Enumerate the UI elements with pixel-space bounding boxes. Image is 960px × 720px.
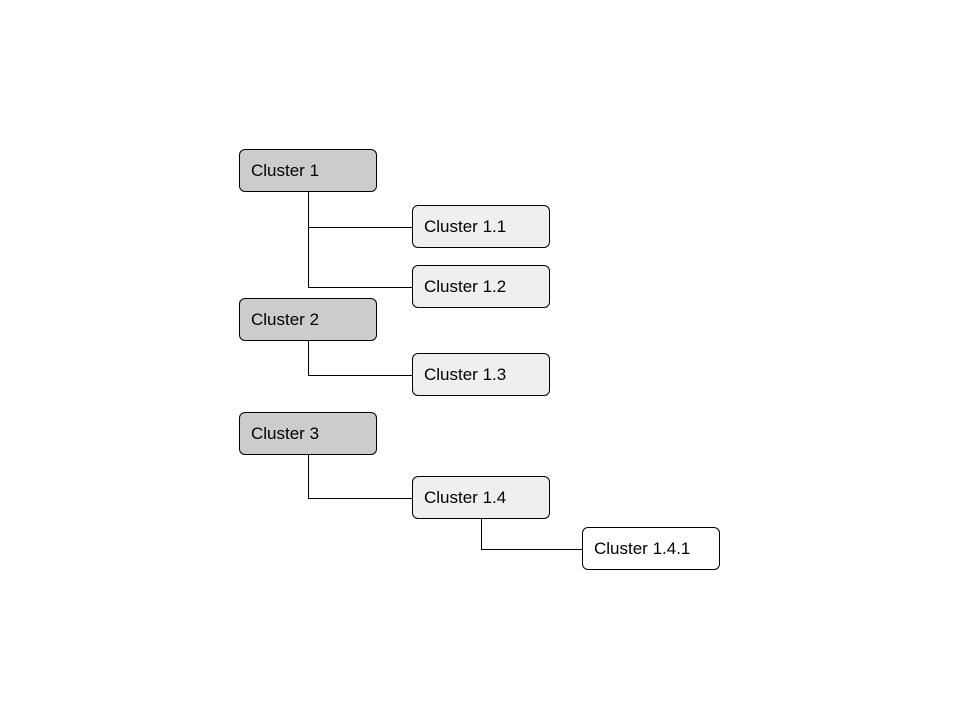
node-cluster-1-3[interactable]: Cluster 1.3: [412, 353, 550, 396]
node-cluster-1-2[interactable]: Cluster 1.2: [412, 265, 550, 308]
connector-cluster-2-to-1-3: [308, 341, 412, 376]
connector-cluster-1-to-1-1: [308, 192, 412, 228]
connector-cluster-1-to-1-2: [308, 192, 412, 288]
connector-cluster-1-4-to-1-4-1: [481, 519, 582, 550]
node-cluster-3[interactable]: Cluster 3: [239, 412, 377, 455]
node-cluster-1[interactable]: Cluster 1: [239, 149, 377, 192]
node-cluster-1-1[interactable]: Cluster 1.1: [412, 205, 550, 248]
node-cluster-1-4-1[interactable]: Cluster 1.4.1: [582, 527, 720, 570]
node-cluster-1-4[interactable]: Cluster 1.4: [412, 476, 550, 519]
node-cluster-2[interactable]: Cluster 2: [239, 298, 377, 341]
connector-cluster-3-to-1-4: [308, 455, 412, 499]
